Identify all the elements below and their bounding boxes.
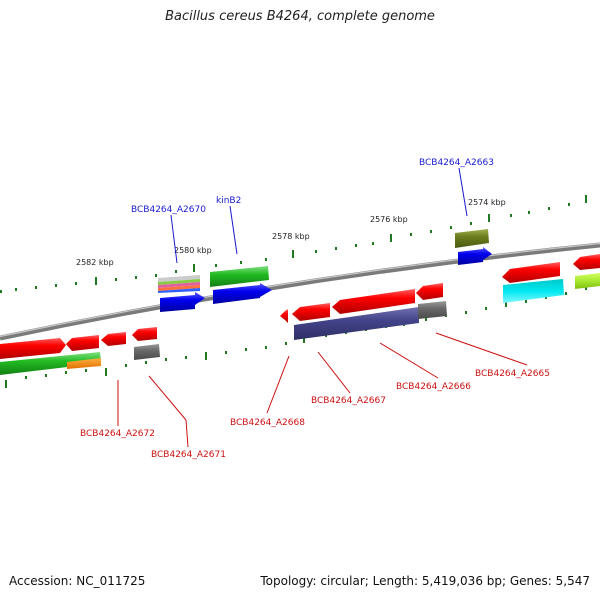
gene-orange[interactable]	[67, 358, 101, 369]
label-a2672[interactable]: BCB4264_A2672	[80, 429, 155, 439]
map-title: Bacillus cereus B4264, complete genome	[165, 9, 435, 24]
outer-scale-ticks	[0, 195, 587, 293]
gene-a2671-red[interactable]	[101, 332, 126, 346]
label-a2665[interactable]: BCB4264_A2665	[475, 369, 550, 379]
gene-green-long[interactable]	[0, 352, 101, 375]
label-a2666[interactable]: BCB4264_A2666	[396, 382, 471, 392]
label-kinb2[interactable]: kinB2	[216, 196, 241, 206]
accession-text: Accession: NC_011725	[9, 574, 146, 588]
genome-backbone-highlight	[0, 242, 600, 338]
gene-a2665[interactable]	[416, 283, 443, 300]
scale-label-2576: 2576 kbp	[370, 215, 408, 224]
scale-label-2582: 2582 kbp	[76, 258, 114, 267]
reverse-strand-genes	[0, 283, 447, 375]
gene-gray-right[interactable]	[418, 301, 447, 319]
gene-a2670[interactable]	[158, 275, 200, 293]
gene-a2667[interactable]	[292, 303, 330, 321]
gene-a2672-red-b[interactable]	[66, 335, 99, 351]
gene-a2670-blue[interactable]	[160, 292, 205, 312]
label-a2663[interactable]: BCB4264_A2663	[419, 158, 494, 168]
gene-red-small[interactable]	[132, 327, 157, 341]
gene-a2663[interactable]	[455, 229, 489, 248]
scale-label-2578: 2578 kbp	[272, 232, 310, 241]
label-a2671[interactable]: BCB4264_A2671	[151, 450, 226, 460]
scale-label-2580: 2580 kbp	[174, 246, 212, 255]
callout-lines	[117, 167, 528, 448]
gene-kinb2[interactable]	[210, 266, 269, 287]
gene-a2668[interactable]	[280, 309, 288, 323]
gene-a2672-red-a[interactable]	[0, 338, 66, 359]
label-a2670[interactable]: BCB4264_A2670	[131, 205, 206, 215]
gene-a2663-blue[interactable]	[458, 247, 492, 265]
forward-strand-genes	[158, 229, 600, 312]
label-a2667[interactable]: BCB4264_A2667	[311, 396, 386, 406]
scale-label-2574: 2574 kbp	[468, 198, 506, 207]
genome-summary-text: Topology: circular; Length: 5,419,036 bp…	[260, 574, 590, 588]
gene-cyan[interactable]	[503, 279, 564, 303]
gene-gray-left[interactable]	[134, 344, 160, 360]
genome-backbone	[0, 242, 600, 341]
gene-red-right[interactable]	[502, 262, 560, 283]
gene-red-far-right[interactable]	[573, 254, 600, 270]
gene-lime[interactable]	[575, 273, 600, 289]
gene-kinb2-blue[interactable]	[213, 283, 272, 304]
gene-a2666[interactable]	[332, 289, 415, 314]
label-a2668[interactable]: BCB4264_A2668	[230, 418, 305, 428]
gene-purple[interactable]	[294, 307, 419, 340]
